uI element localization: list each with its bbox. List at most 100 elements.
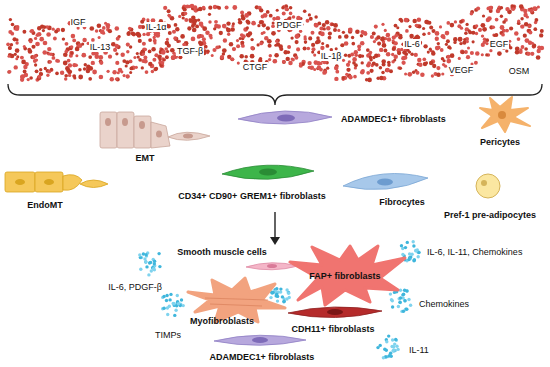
cytokine-dot [344,34,349,39]
cytokine-dot [148,38,152,42]
cytokine-dot [472,40,475,43]
cytokine-dot [15,41,18,44]
cytokine-dot [273,59,277,63]
cytokine-dot [136,52,139,55]
cytokine-dot [266,26,270,30]
cytokine-dot [311,47,315,51]
cytokine-dot [202,26,207,31]
cytokine-dot [282,60,286,64]
cytokine-dot [381,71,385,75]
cytokine-dot [481,53,484,56]
cytokine-dot [328,36,332,40]
cytokine-label: EGF [489,39,510,49]
cytokine-dot [425,20,429,24]
secreted-dot [149,261,152,264]
cytokine-dot [166,38,169,41]
cytokine-dot [117,71,120,74]
cytokine-dot [66,68,70,72]
cytokine-dot [227,55,232,60]
cytokine-dot [500,25,505,30]
cytokine-dot [375,63,379,67]
cytokine-dot [379,48,383,52]
cell-label: EndoMT [26,200,64,210]
cytokine-dot [441,72,444,75]
cytokine-dot [42,29,45,32]
cytokine-dot [394,41,398,45]
secreted-dot [382,356,385,359]
cytokine-dot [391,53,394,56]
secreted-dot [168,298,171,301]
cytokine-dot [308,13,311,16]
cytokine-dot [514,31,519,36]
cytokine-dot [276,38,280,42]
cytokine-dot [476,6,480,10]
cytokine-dot [437,42,440,45]
cytokine-dot [324,70,327,73]
cell-label: Pref-1 pre-adipocytes [443,210,537,220]
cytokine-dot [27,78,30,81]
cytokine-dot [424,20,428,24]
cytokine-dot [435,31,440,36]
cytokine-dot [78,68,82,72]
cytokine-dot [471,31,475,35]
cytokine-dot [365,78,368,81]
secreted-dot [404,299,407,302]
cytokine-dot [240,33,244,37]
cytokine-dot [92,70,97,75]
cytokine-dot [70,45,73,48]
secreted-dot [162,295,165,298]
secreted-dot [269,296,272,299]
cytokine-dot [392,47,396,51]
cytokine-dot [167,44,171,48]
cytokine-dot [303,47,307,51]
cytokine-dot [325,20,329,24]
secreted-dot [271,291,274,294]
cytokine-dot [314,60,319,65]
cytokine-dot [520,24,524,28]
cytokine-dot [384,29,387,32]
cytokine-dot [352,57,357,62]
cytokine-dot [482,27,487,32]
cytokine-dot [291,58,295,62]
cytokine-dot [152,58,156,62]
cytokine-label: CTGF [242,62,269,72]
secreted-dot [392,348,395,351]
cytokine-dot [14,65,18,69]
cytokine-dot [303,10,307,14]
cytokine-dot [8,30,12,34]
cytokine-dot [166,50,169,53]
cytokine-dot [143,59,147,63]
cytokine-dot [308,36,312,40]
cytokine-dot [250,38,253,41]
cytokine-dot [71,34,76,39]
cytokine-dot [338,35,342,39]
cytokine-dot [42,50,47,55]
secreted-dot [401,293,404,296]
cytokine-dot [314,23,319,28]
cytokine-dot [288,61,293,66]
cytokine-dot [250,46,254,50]
cell-label: ADAMDEC1+ fibroblasts [209,352,316,362]
cytokine-dot [303,37,306,40]
cytokine-dot [52,56,56,60]
cytokine-dot [43,41,48,46]
cytokine-label: PDGF [275,20,302,30]
cytokine-dot [423,44,427,48]
cytokine-dot [355,29,360,34]
cytokine-dot [46,74,49,77]
cytokine-dot [427,51,430,54]
cytokine-dot [404,18,409,23]
cytokine-dot [244,55,248,59]
cytokine-dot [257,43,260,46]
secreted-dot [166,306,169,309]
cytokine-dot [414,53,418,57]
cytokine-dot [357,48,361,52]
cytokine-dot [129,45,132,48]
cytokine-dot [405,29,409,33]
cell-label: CD34+ CD90+ GREM1+ fibroblasts [177,191,326,201]
cytokine-dot [213,27,216,30]
secreted-dot [151,266,154,269]
cytokine-dot [505,7,509,11]
secreted-dot [144,253,147,256]
cytokine-dot [431,51,436,56]
